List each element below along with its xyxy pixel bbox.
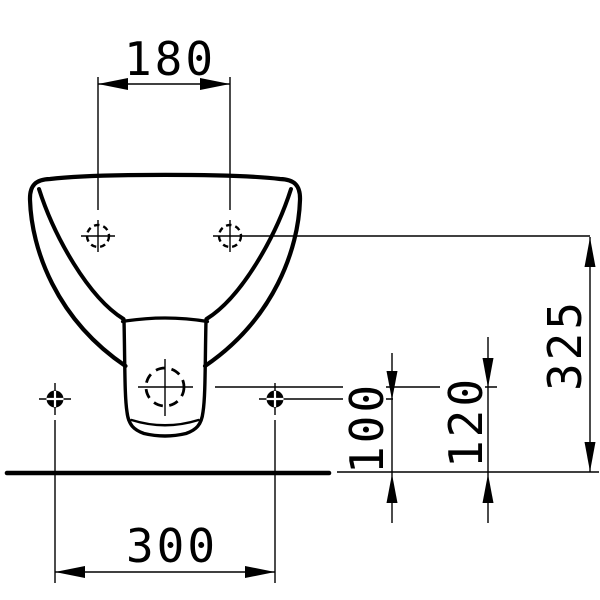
pedestal-bottom-inner-edge bbox=[130, 418, 200, 427]
arrowhead-left-icon bbox=[55, 566, 85, 578]
bowl-inner-edge-left bbox=[37, 187, 126, 321]
label-backdrop bbox=[343, 381, 386, 469]
arrowhead-right-icon bbox=[245, 566, 275, 578]
mounting-hole-right bbox=[213, 220, 590, 252]
label-backdrop bbox=[440, 371, 485, 469]
dimension-label-drain-height: 120 bbox=[439, 376, 493, 468]
dimension-325: 325 bbox=[537, 237, 596, 472]
bidet-outer-silhouette bbox=[27, 172, 303, 369]
side-fixing-hole-left bbox=[39, 383, 71, 415]
bidet-body bbox=[27, 172, 303, 438]
dimension-120: 120 bbox=[439, 337, 494, 523]
dimension-label-side-hole-spacing: 300 bbox=[126, 519, 218, 573]
arrowhead-up-icon bbox=[584, 237, 596, 267]
pedestal-top-edge bbox=[120, 316, 210, 324]
dimension-300-extension-lines bbox=[54, 420, 276, 583]
dimension-300: 300 bbox=[54, 420, 276, 583]
arrowhead-up-icon bbox=[386, 474, 398, 503]
label-backdrop bbox=[537, 293, 583, 397]
side-hole-left-target-icon bbox=[46, 391, 64, 407]
side-hole-right-target-icon bbox=[266, 391, 284, 407]
mounting-hole-left-crosshair-icon bbox=[81, 220, 115, 252]
mounting-hole-left bbox=[81, 220, 115, 252]
drain-crosshair-icon bbox=[138, 359, 193, 416]
dimension-100: 100 bbox=[340, 353, 398, 523]
dimension-180: 180 bbox=[97, 32, 231, 210]
arrowhead-down-icon bbox=[584, 442, 596, 472]
arrowhead-down-icon bbox=[482, 358, 494, 388]
side-fixing-hole-right bbox=[259, 383, 393, 415]
dimension-label-side-hole-height: 100 bbox=[340, 382, 394, 474]
arrowhead-down-icon bbox=[386, 371, 398, 400]
arrowhead-right-icon bbox=[200, 78, 230, 90]
arrowhead-left-icon bbox=[98, 78, 128, 90]
bowl-inner-edge-right bbox=[204, 187, 293, 321]
pedestal-outline bbox=[122, 318, 208, 438]
arrowhead-up-icon bbox=[482, 474, 494, 503]
dimension-label-mounting-height: 325 bbox=[538, 299, 592, 391]
dimension-label-top-hole-spacing: 180 bbox=[124, 32, 216, 86]
dimension-180-extension-lines bbox=[97, 77, 231, 210]
